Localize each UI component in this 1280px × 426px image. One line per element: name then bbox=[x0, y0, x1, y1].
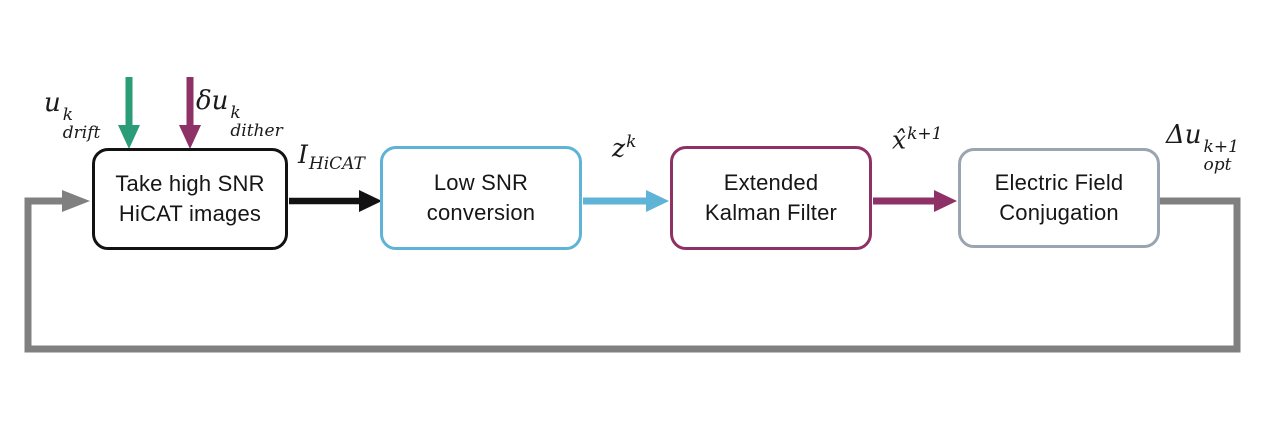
feedback-loop-line bbox=[24, 197, 1241, 353]
math-sub: drift bbox=[62, 122, 101, 143]
state-estimate-arrowhead-icon bbox=[934, 190, 957, 212]
math-sub: dither bbox=[230, 120, 283, 141]
math-base: I bbox=[298, 140, 308, 169]
measurement-arrowhead-icon bbox=[646, 190, 669, 212]
box-label-line: Take high SNR bbox=[115, 171, 265, 197]
box-low-snr-conversion: Low SNR conversion bbox=[380, 146, 582, 250]
math-base: x̂ bbox=[892, 125, 907, 155]
box-label-line: Low SNR bbox=[433, 170, 529, 196]
box-label-line: conversion bbox=[426, 200, 536, 225]
drift-arrowhead-icon bbox=[118, 125, 140, 149]
math-base: u bbox=[44, 88, 61, 118]
box-extended-kalman-filter: Extended Kalman Filter bbox=[670, 146, 872, 250]
math-sup: k bbox=[62, 104, 74, 125]
label-x-hat-k-plus-1: x̂k+1 bbox=[892, 124, 942, 154]
box-label-line: Conjugation bbox=[999, 200, 1119, 225]
math-sup: k+1 bbox=[907, 124, 943, 144]
math-base: Δu bbox=[1166, 120, 1202, 150]
math-sup: k+1 bbox=[1203, 136, 1239, 157]
box-take-high-snr-hicat-images: Take high SNR HiCAT images bbox=[92, 148, 288, 250]
box-label-line: Kalman Filter bbox=[704, 200, 838, 225]
math-sub: HiCAT bbox=[308, 153, 365, 174]
label-i-hicat: IHiCAT bbox=[298, 140, 365, 174]
box-label-line: Electric Field bbox=[994, 170, 1124, 196]
hicat-image-arrowhead-icon bbox=[359, 190, 382, 212]
feedback-arrowhead-icon bbox=[62, 190, 90, 212]
box-label-line: Extended bbox=[723, 170, 819, 196]
label-z-k: zk bbox=[612, 132, 636, 162]
math-base: δu bbox=[196, 86, 229, 116]
box-electric-field-conjugation: Electric Field Conjugation bbox=[958, 148, 1160, 248]
math-sub: opt bbox=[1203, 154, 1232, 175]
math-base: z bbox=[612, 133, 626, 163]
math-sup: k bbox=[230, 102, 241, 123]
math-sup: k bbox=[626, 132, 637, 152]
box-label-line: HiCAT images bbox=[118, 201, 262, 226]
dither-arrowhead-icon bbox=[179, 125, 201, 149]
